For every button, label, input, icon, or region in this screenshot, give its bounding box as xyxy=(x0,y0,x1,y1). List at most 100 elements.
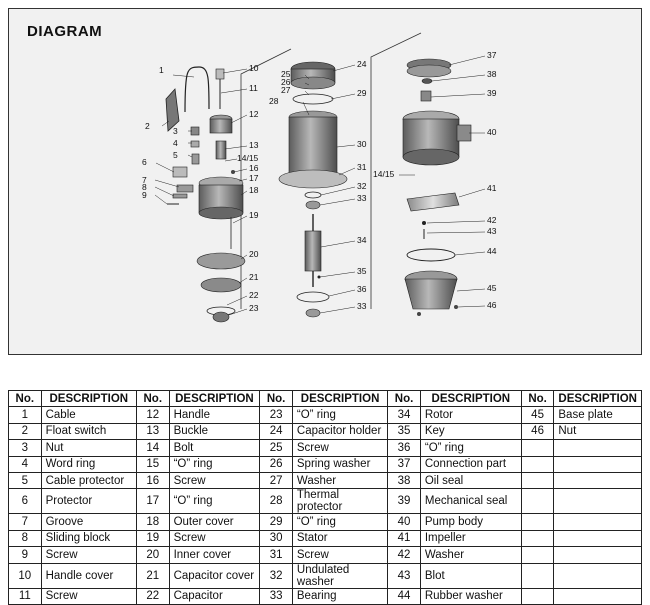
part-number-cell: 32 xyxy=(259,562,293,589)
part-description-cell xyxy=(553,488,642,515)
part-description-cell: Outer cover xyxy=(168,513,261,531)
part-description-cell: Capacitor xyxy=(168,587,261,605)
callout-12: 12 xyxy=(249,109,259,119)
part-number-cell: 6 xyxy=(8,488,42,515)
part-description-cell: Screw xyxy=(40,546,137,564)
callout-39: 39 xyxy=(487,88,497,98)
word-ring-4 xyxy=(190,140,200,148)
part-description-cell: Handle xyxy=(168,406,261,424)
header-no: No. xyxy=(135,389,170,408)
part-description-cell: Cable xyxy=(40,406,137,424)
part-description-cell: Capacitor holder xyxy=(291,422,389,441)
callout-20: 20 xyxy=(249,249,259,259)
screw-16 xyxy=(231,170,235,174)
part-description-cell: Rotor xyxy=(419,406,522,424)
part-description-cell: Sliding block xyxy=(40,529,137,548)
part-number-cell xyxy=(520,471,555,490)
callout-26: 26 xyxy=(281,77,291,87)
part-description-cell: Screw xyxy=(291,546,389,564)
part-description-cell xyxy=(553,439,642,457)
capacitor-cover-21 xyxy=(200,277,242,293)
part-description-cell: “O” ring xyxy=(291,406,389,424)
header-no: No. xyxy=(259,389,293,408)
pump-assembly xyxy=(402,58,472,316)
float-switch-2 xyxy=(165,88,180,132)
part-description-cell xyxy=(553,546,642,564)
handle-12 xyxy=(209,118,233,134)
part-number-cell: 23 xyxy=(259,406,293,424)
callout-43: 43 xyxy=(487,226,497,236)
part-number-cell: 43 xyxy=(387,562,421,589)
oil-seal-38 xyxy=(421,78,433,84)
part-number-cell: 17 xyxy=(135,488,170,515)
part-number-cell: 38 xyxy=(387,471,421,490)
part-number-cell: 26 xyxy=(259,455,293,473)
motor-assembly xyxy=(278,61,348,318)
groove-7 xyxy=(176,184,194,193)
callout-labels: 1 2 3 4 5 6 7 8 9 10 11 12 13 14/15 16 1… xyxy=(142,50,497,313)
callout-14-15b: 14/15 xyxy=(373,169,395,179)
capacitor-22 xyxy=(212,311,230,323)
part-number-cell: 18 xyxy=(135,513,170,531)
callout-40: 40 xyxy=(487,127,497,137)
callout-22: 22 xyxy=(249,290,259,300)
part-number-cell xyxy=(520,513,555,531)
header-no: No. xyxy=(387,389,421,408)
part-number-cell: 16 xyxy=(135,471,170,490)
part-description-cell: Oil seal xyxy=(419,471,522,490)
part-number-cell: 19 xyxy=(135,529,170,548)
part-number-cell: 13 xyxy=(135,422,170,441)
table-header-row: No. DESCRIPTION No. DESCRIPTION No. DESC… xyxy=(8,389,642,408)
part-description-cell: Undulated washer xyxy=(291,562,389,589)
part-number-cell: 25 xyxy=(259,439,293,457)
part-number-cell: 20 xyxy=(135,546,170,564)
mechanical-seal-39 xyxy=(420,90,432,102)
header-no: No. xyxy=(520,389,555,408)
callout-27: 27 xyxy=(281,85,291,95)
part-number-cell: 40 xyxy=(387,513,421,531)
callout-19: 19 xyxy=(249,210,259,220)
part-description-cell: Screw xyxy=(291,439,389,457)
nut-46 xyxy=(454,305,458,309)
part-number-cell: 5 xyxy=(8,471,42,490)
part-number-cell: 7 xyxy=(8,513,42,531)
part-description-cell: Thermal protector xyxy=(291,488,389,515)
section-dividers xyxy=(240,32,422,309)
part-number-cell: 3 xyxy=(8,439,42,457)
callout-29: 29 xyxy=(357,88,367,98)
callout-6: 6 xyxy=(142,157,147,167)
callout-24: 24 xyxy=(357,59,367,69)
part-number-cell xyxy=(520,488,555,515)
callout-37: 37 xyxy=(487,50,497,60)
part-number-cell: 30 xyxy=(259,529,293,548)
callout-33a: 33 xyxy=(357,193,367,203)
part-description-cell xyxy=(553,587,642,605)
callout-8: 8 xyxy=(142,182,147,192)
part-description-cell: Impeller xyxy=(419,529,522,548)
parts-table: No. DESCRIPTION No. DESCRIPTION No. DESC… xyxy=(8,389,642,605)
part-description-cell: Groove xyxy=(40,513,137,531)
part-number-cell: 9 xyxy=(8,546,42,564)
undulated-washer-32 xyxy=(304,191,322,199)
callout-44: 44 xyxy=(487,246,497,256)
part-number-cell: 46 xyxy=(520,422,555,441)
part-number-cell: 33 xyxy=(259,587,293,605)
leader-lines xyxy=(154,55,486,316)
part-description-cell: Blot xyxy=(419,562,522,589)
diagram-panel: DIAGRAM xyxy=(8,8,642,355)
part-description-cell: Handle cover xyxy=(40,562,137,589)
part-description-cell: Bolt xyxy=(168,439,261,457)
header-description: DESCRIPTION xyxy=(553,389,642,408)
callout-25: 25 xyxy=(281,69,291,79)
part-number-cell: 35 xyxy=(387,422,421,441)
part-number-cell: 36 xyxy=(387,439,421,457)
callout-41: 41 xyxy=(487,183,497,193)
part-number-cell: 2 xyxy=(8,422,42,441)
part-description-cell: Screw xyxy=(168,529,261,548)
cable-1 xyxy=(184,66,210,113)
part-description-cell: Nut xyxy=(553,422,642,441)
